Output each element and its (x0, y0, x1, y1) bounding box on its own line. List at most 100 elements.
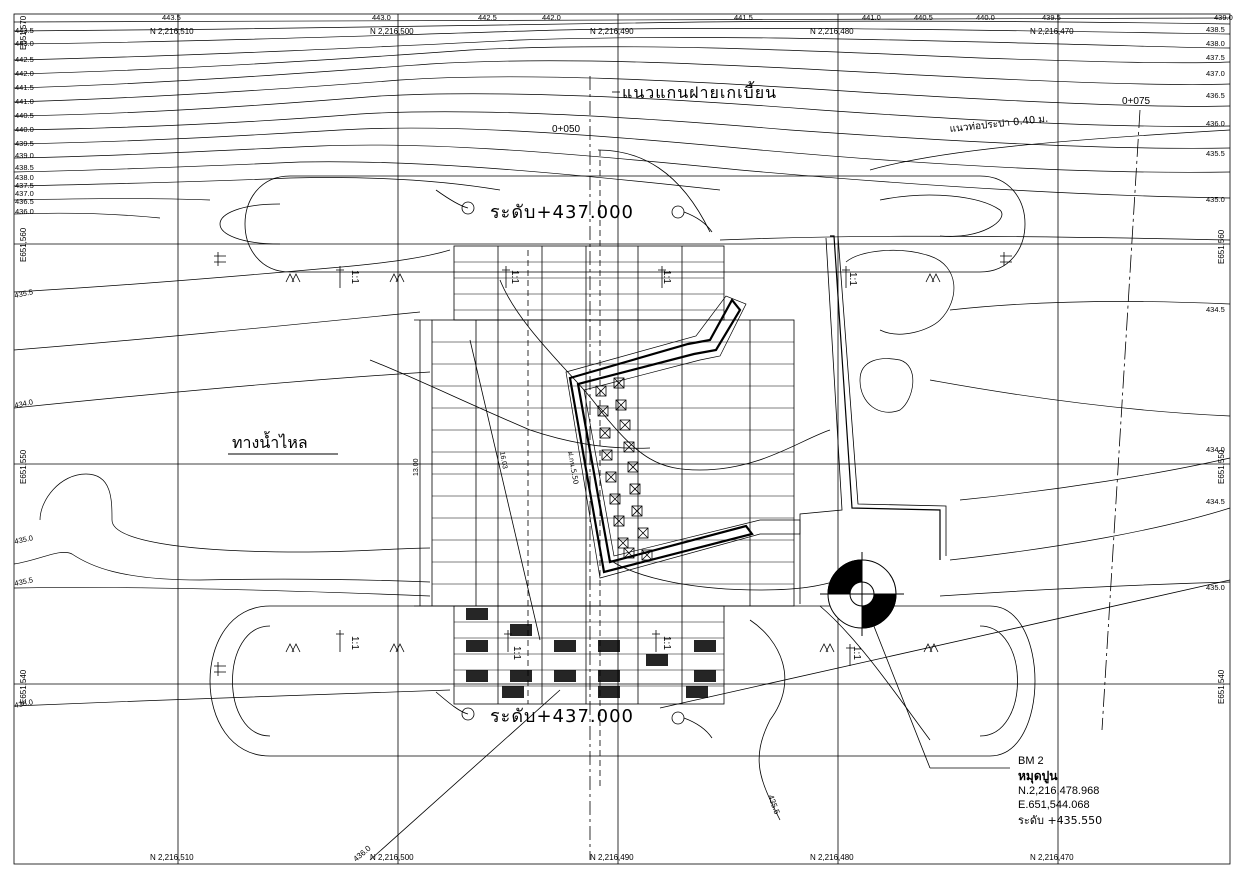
northing-bottom-label: N 2,216,480 (810, 853, 854, 862)
benchmark-east: E.651,544.068 (1018, 799, 1090, 811)
contour-label-right: 436.0 (1206, 119, 1225, 128)
dimension-label: 13.00 (413, 458, 420, 476)
easting-left-label: E651,550 (19, 449, 28, 484)
dimension-label: 16.03 (498, 451, 508, 470)
easting-right-label: E651,560 (1217, 229, 1226, 264)
mattress-box (619, 419, 631, 431)
northing-top-label: N 2,216,500 (370, 27, 414, 36)
contour-label-right: 438.5 (1206, 25, 1225, 34)
station-label: 0+050 (552, 124, 581, 135)
contour-lines (13, 17, 1231, 707)
contour-label-left: 443.0 (15, 39, 34, 48)
contour-label-left: 437.5 (15, 181, 34, 190)
contour-label-right: 438.0 (1206, 39, 1225, 48)
riprap-block (646, 654, 668, 666)
contour-label-right: 434.5 (1206, 305, 1225, 314)
riprap-block (598, 670, 620, 682)
contour-label-top: 439.5 (1042, 13, 1061, 22)
contour-label-right: 434.5 (1206, 497, 1225, 506)
mattress-box (637, 527, 649, 539)
northing-bottom-label: N 2,216,500 (370, 853, 414, 862)
northing-bottom-label: N 2,216,510 (150, 853, 194, 862)
flow-direction-label: ทางน้ำไหล (232, 431, 308, 452)
riprap-block (554, 670, 576, 682)
benchmark-symbol (820, 552, 904, 636)
contour-label-top: 440.0 (976, 13, 995, 22)
coordinate-grid (13, 13, 1231, 865)
contour-label-top: 443.0 (372, 13, 391, 22)
contour-label-left: 442.5 (15, 55, 34, 64)
contour-label-top: 443.5 (162, 13, 181, 22)
contour-label-top: 441.0 (862, 13, 881, 22)
easting-left-label: E651,540 (19, 669, 28, 704)
contour-label-left: 441.0 (15, 97, 34, 106)
northing-top-label: N 2,216,510 (150, 27, 194, 36)
slope-ratio-label: 1:1 (847, 272, 858, 286)
contour-label-right: 434.0 (1206, 445, 1225, 454)
easting-left-label: E651,560 (19, 227, 28, 262)
contour-label-left: 435.5 (14, 575, 34, 588)
northing-top-label: N 2,216,470 (1030, 27, 1074, 36)
mattress-box (629, 483, 641, 495)
access-road-outline (209, 175, 1036, 757)
mattress-box (605, 471, 617, 483)
riprap-block (466, 640, 488, 652)
contour-label-top: 439.0 (1214, 13, 1233, 22)
contour-label-right: 436.5 (1206, 91, 1225, 100)
contour-label-top: 442.0 (542, 13, 561, 22)
slope-ratio-label: 1:1 (511, 646, 522, 660)
contour-label-top: 441.5 (734, 13, 753, 22)
mattress-box (597, 405, 609, 417)
contour-label-left: 437.0 (15, 189, 34, 198)
contour-label-right: 435.5 (1206, 149, 1225, 158)
mattress-box (627, 461, 639, 473)
mattress-box (615, 399, 627, 411)
riprap-block (686, 686, 708, 698)
easting-right-label: E651,550 (1217, 449, 1226, 484)
easting-right-label: E651,540 (1217, 669, 1226, 704)
riprap-block (502, 686, 524, 698)
contour-label-left: 442.0 (15, 69, 34, 78)
contour-label-top: 440.5 (914, 13, 933, 22)
slope-ratio-label: 1:1 (349, 270, 360, 284)
benchmark-type: หมุดปูน (1018, 769, 1058, 784)
contour-label-left: 440.0 (15, 125, 34, 134)
riprap-block (694, 640, 716, 652)
mattress-box (599, 427, 611, 439)
riprap-blocks (466, 608, 716, 698)
contour-label-left: 435.5 (14, 287, 34, 300)
benchmark-north: N.2,216,478.968 (1018, 785, 1099, 797)
northing-bottom-label: N 2,216,470 (1030, 853, 1074, 862)
slope-symbols (214, 189, 1012, 739)
station-label: 0+075 (1122, 96, 1151, 107)
riprap-block (598, 686, 620, 698)
northing-top-label: N 2,216,490 (590, 27, 634, 36)
contour-label-left: 435.0 (14, 533, 34, 546)
slope-ratio-label: 1:1 (509, 270, 520, 284)
slope-ratio-label: 1:1 (349, 636, 360, 650)
mattress-box (613, 377, 625, 389)
contour-label-left: 441.5 (15, 83, 34, 92)
contour-label-right: 435.0 (1206, 195, 1225, 204)
slope-ratio-label: 1:1 (661, 636, 672, 650)
contour-label-left: 438.0 (15, 173, 34, 182)
contour-label-left: 439.5 (15, 139, 34, 148)
weir-axis-label: แนวแกนฝายเกเบี้ยน (622, 81, 777, 102)
mattress-box (641, 549, 653, 561)
contour-label-left: 434.0 (14, 397, 34, 410)
mattress-box (595, 385, 607, 397)
northing-bottom-label: N 2,216,490 (590, 853, 634, 862)
slope-ratio-label: 1:1 (661, 270, 672, 284)
mattress-blocks (595, 377, 653, 561)
mattress-box (623, 547, 635, 559)
northing-top-label: N 2,216,480 (810, 27, 854, 36)
riprap-block (510, 624, 532, 636)
contour-label-right: 435.0 (1206, 583, 1225, 592)
riprap-block (466, 670, 488, 682)
gabion-weir-structure (369, 76, 1231, 861)
contour-label-left: 443.5 (15, 26, 34, 35)
benchmark-level: ระดับ +435.550 (1018, 814, 1102, 827)
mattress-box (601, 449, 613, 461)
contour-label-left: 439.0 (15, 151, 34, 160)
